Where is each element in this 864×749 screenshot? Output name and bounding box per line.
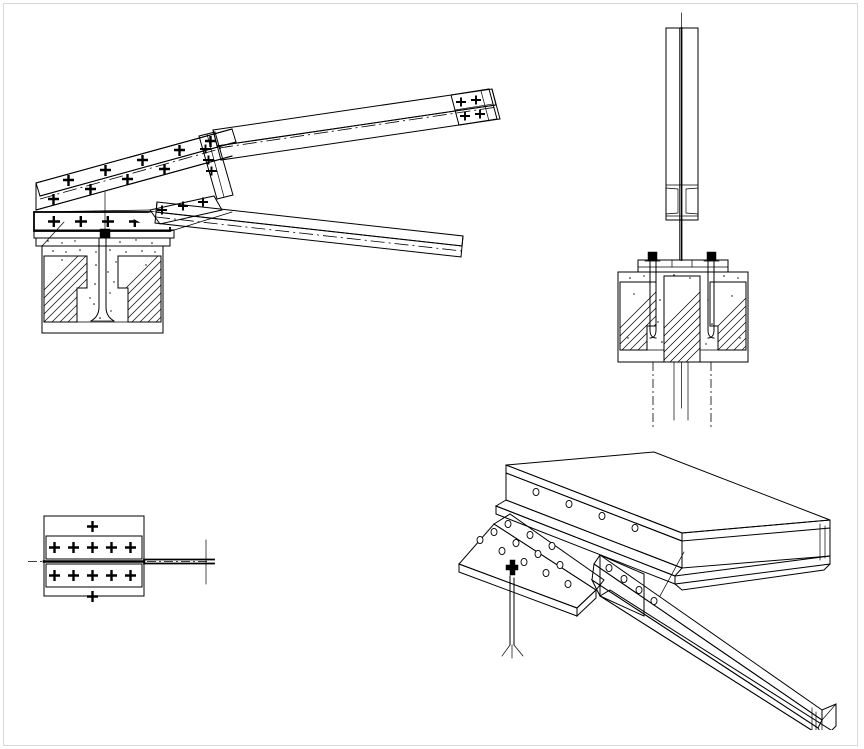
rafter-lower-member xyxy=(35,128,310,228)
iso-brace-member xyxy=(590,554,837,730)
plate-bolt-with-nut xyxy=(505,559,519,576)
concrete-pedestal xyxy=(41,236,164,334)
knee-end-plate xyxy=(198,131,234,200)
rafter-end-plate-bolts xyxy=(456,95,485,121)
anchor-bolt-nut-right xyxy=(706,251,717,262)
haunch-bolt-row-lower xyxy=(48,164,170,205)
tie-member-lower xyxy=(154,201,464,258)
anchor-rod-right xyxy=(707,260,715,339)
knee-splice-bolts xyxy=(200,144,217,176)
brace-holes xyxy=(605,563,658,606)
splice-bolt-row-lower xyxy=(49,570,136,581)
rafter-main xyxy=(35,128,237,211)
splice-bolt-single-bottom xyxy=(87,591,98,602)
cover-plate-lower xyxy=(45,563,143,588)
hanger-rod xyxy=(501,575,524,659)
rafter-end-plate xyxy=(450,88,498,126)
anchor-bolt-nut-left xyxy=(647,251,658,262)
haunch-seat-bolts xyxy=(157,197,208,215)
steel-column xyxy=(665,12,699,261)
foundation-stipple xyxy=(627,274,741,345)
detail-column-base-anchor xyxy=(617,12,749,428)
iso-main-beam xyxy=(494,451,831,591)
anchor-rod xyxy=(90,236,115,322)
outer-splice-plate xyxy=(43,515,145,597)
anchor-rod-left xyxy=(649,260,657,339)
splice-bolt-single-top xyxy=(87,521,98,532)
splice-bolt-row-upper xyxy=(49,542,136,553)
beam-web-holes xyxy=(532,487,639,533)
concrete-stipple xyxy=(52,249,156,319)
cover-plate-upper xyxy=(45,535,143,560)
haunch-seat-plate xyxy=(149,195,223,225)
leader-line-brace xyxy=(659,551,685,597)
detail-beam-brace-3d xyxy=(458,451,837,730)
iso-gusset-plate xyxy=(458,513,605,618)
foundation-centrelines xyxy=(652,361,712,428)
haunch-bolt-row-upper xyxy=(63,136,216,186)
detail-rafter-haunch-base xyxy=(33,88,501,334)
leader-lines-detail1 xyxy=(33,209,233,247)
rafter-upper-right xyxy=(212,88,501,161)
gusset-plate-holes xyxy=(476,519,572,589)
grout-bed xyxy=(35,237,171,247)
concrete-foundation xyxy=(617,260,749,363)
detail-splice-plate-plan xyxy=(28,515,215,602)
